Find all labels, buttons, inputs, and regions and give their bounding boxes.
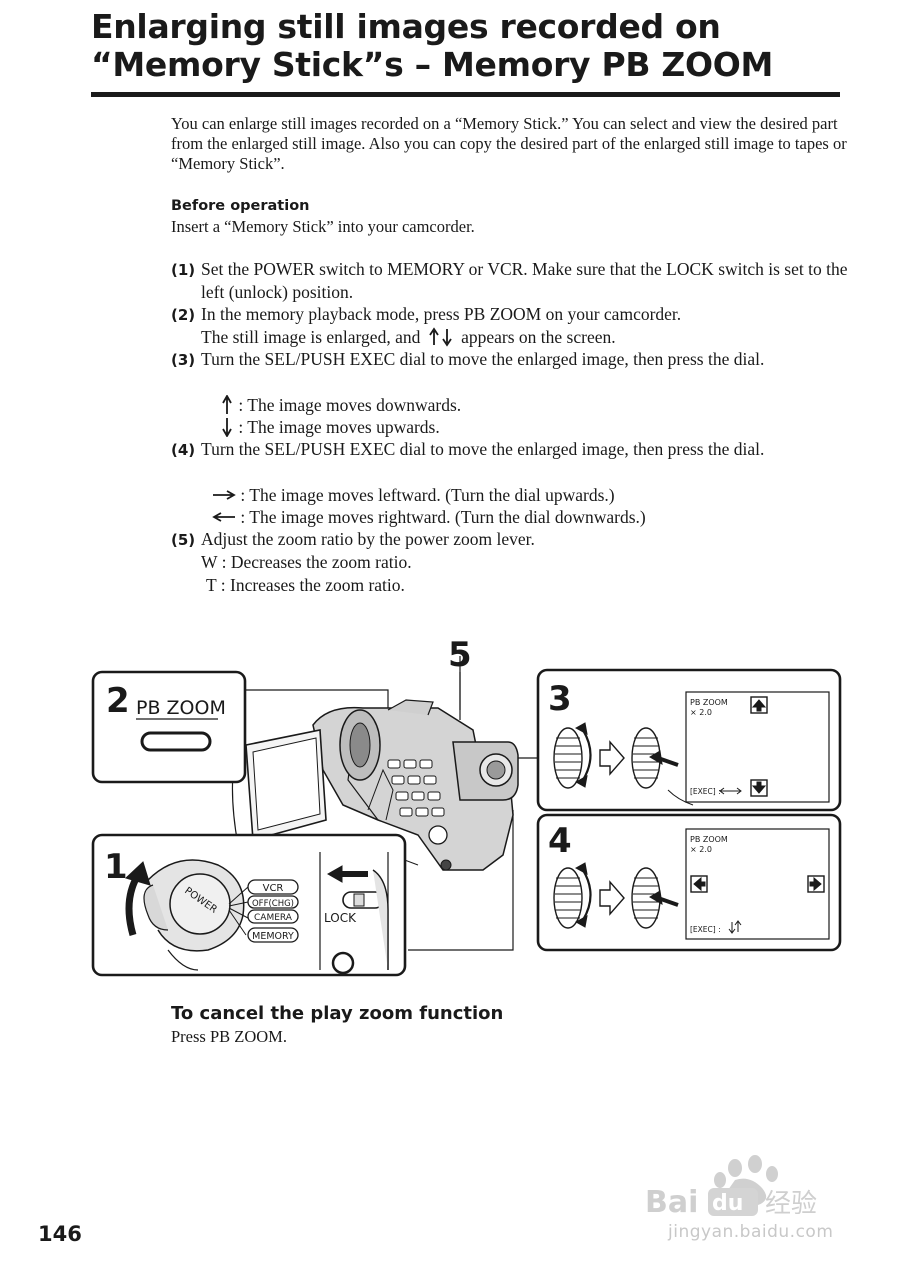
step-number: (2) [171,306,196,324]
before-operation-text: Insert a “Memory Stick” into your camcor… [171,217,475,236]
screen4-line2: × 2.0 [690,845,712,854]
camcorder-illustration: 2 PB ZOOM 1 POWER VCR OFF(CHG) CAMERA ME… [91,635,842,977]
callout-5: 5 [448,635,472,675]
pb-zoom-label: PB ZOOM [136,697,226,719]
mode-memory: MEMORY [252,931,294,942]
step-number: (5) [171,531,196,549]
watermark-url: jingyan.baidu.com [668,1222,834,1242]
title-rule [91,92,840,97]
step-text: Turn the SEL/PUSH EXEC dial to move the … [201,349,765,369]
step-4-left-text: : The image moves rightward. (Turn the d… [240,507,646,527]
callout-3: 3 [548,679,572,719]
step-2-note-a: The still image is enlarged, and [201,327,425,347]
step-text: Adjust the zoom ratio by the power zoom … [201,529,535,549]
mode-camera: CAMERA [254,913,293,923]
page-title: Enlarging still images recorded on “Memo… [91,7,774,84]
step-2-note: The still image is enlarged, and appears… [201,326,616,348]
cancel-heading: To cancel the play zoom function [171,1003,504,1024]
callout-4: 4 [548,821,572,861]
step-text: In the memory playback mode, press PB ZO… [201,304,682,324]
mode-off-chg: OFF(CHG) [252,899,294,909]
step-3-up-text: : The image moves downwards. [238,395,462,415]
step-text: Turn the SEL/PUSH EXEC dial to move the … [201,439,765,459]
svg-text:经验: 经验 [765,1189,817,1219]
page-number: 146 [38,1222,82,1246]
step-5-w: W : Decreases the zoom ratio. [201,552,412,572]
screen3-exec: [EXEC] : [690,787,721,796]
step-3-up: : The image moves downwards. [220,394,461,416]
step-3-down-text: : The image moves upwards. [238,417,440,437]
before-operation-heading: Before operation [171,198,310,214]
up-arrow-icon [222,394,232,414]
step-4-right: : The image moves leftward. (Turn the di… [212,484,615,506]
baidu-jingyan-watermark-logo: Bai du 经验 [645,1155,817,1220]
up-down-arrows-icon [428,327,452,347]
cancel-text: Press PB ZOOM. [171,1027,287,1046]
step-2-note-b: appears on the screen. [456,327,616,347]
screen4-exec: [EXEC] : [690,925,721,934]
left-arrow-icon [212,512,235,522]
step-number: (4) [171,441,196,459]
right-arrow-icon [213,490,236,500]
svg-text:du: du [712,1191,743,1216]
screen3-line2: × 2.0 [690,708,712,717]
callout-1: 1 [104,847,128,887]
step-5-t: T : Increases the zoom ratio. [206,575,405,595]
down-arrow-icon [222,418,232,438]
lock-label: LOCK [324,911,357,925]
step-4-right-text: : The image moves leftward. (Turn the di… [240,485,615,505]
step-4-left: : The image moves rightward. (Turn the d… [212,506,646,528]
step-3-down: : The image moves upwards. [220,416,440,438]
step-number: (3) [171,351,196,369]
screen3-line1: PB ZOOM [690,698,728,707]
callout-2: 2 [106,681,130,721]
svg-text:Bai: Bai [645,1185,698,1220]
step-number: (1) [171,261,196,279]
mode-vcr: VCR [263,883,284,894]
step-text: Set the POWER switch to MEMORY or VCR. M… [201,259,848,302]
intro-paragraph: You can enlarge still images recorded on… [171,114,847,173]
screen4-line1: PB ZOOM [690,835,728,844]
